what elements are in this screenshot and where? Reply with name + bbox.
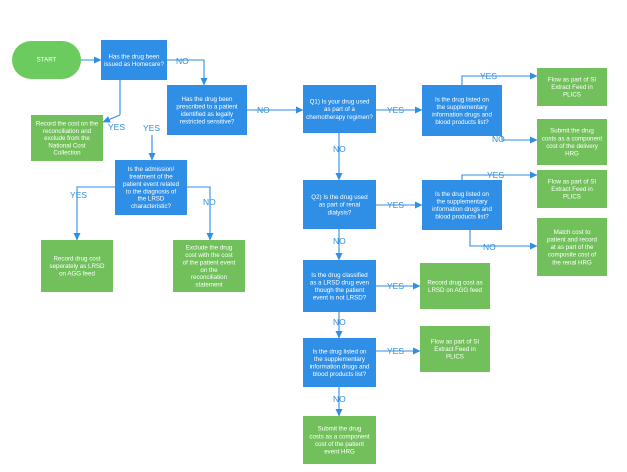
yes-label: YES	[387, 105, 404, 115]
no-label: NO	[483, 242, 496, 252]
outcome-box	[537, 218, 607, 276]
decision-box	[101, 40, 167, 80]
outcome-box	[31, 115, 103, 161]
connector-arrow	[461, 72, 538, 85]
connector-arrow	[501, 136, 538, 144]
no-label: NO	[333, 144, 346, 154]
yes-label: YES	[487, 170, 504, 180]
decision-box	[303, 85, 376, 133]
decision-box	[167, 85, 247, 135]
outcome-box	[537, 68, 607, 106]
outcome-box	[537, 170, 607, 208]
outcome-box	[420, 263, 490, 309]
yes-label: YES	[70, 190, 87, 200]
connector-arrow	[102, 114, 121, 123]
decision-box	[303, 260, 376, 312]
yes-label: YES	[480, 71, 497, 81]
yes-label: YES	[143, 123, 160, 133]
outcome-box	[173, 240, 245, 292]
no-label: NO	[176, 56, 189, 66]
yes-label: YES	[387, 281, 404, 291]
connector-arrow	[73, 186, 115, 241]
connector-arrow	[461, 171, 538, 180]
yes-label: YES	[108, 122, 125, 132]
no-label: NO	[203, 197, 216, 207]
no-label: NO	[257, 105, 270, 115]
connector-arrow	[167, 59, 208, 86]
start-label: START	[37, 57, 57, 64]
decision-box	[115, 160, 187, 215]
start-node: START	[12, 41, 81, 79]
outcome-box	[41, 240, 113, 292]
no-label: NO	[492, 134, 505, 144]
no-label: NO	[333, 394, 346, 404]
outcome-box	[303, 416, 376, 464]
outcome-box	[420, 326, 490, 372]
yes-label: YES	[387, 200, 404, 210]
outcome-box	[537, 119, 607, 165]
decision-box	[303, 338, 376, 387]
decision-box	[422, 85, 502, 136]
yes-label: YES	[387, 346, 404, 356]
no-label: NO	[333, 317, 346, 327]
no-label: NO	[333, 236, 346, 246]
decision-box	[303, 180, 376, 229]
connector-arrow	[469, 230, 538, 250]
decision-box	[422, 180, 502, 230]
connector-arrow	[187, 186, 214, 241]
